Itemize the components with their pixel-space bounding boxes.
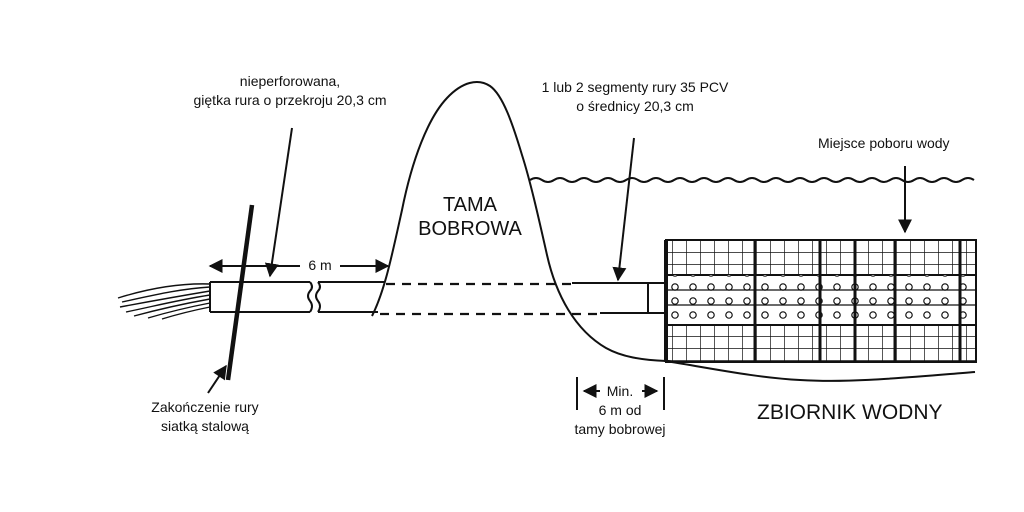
hose-label: nieperforowana, giętka rura o przekroju … xyxy=(170,72,410,110)
reservoir-label: ZBIORNIK WODNY xyxy=(757,401,943,424)
flexible-hose xyxy=(209,281,384,313)
pvc-pipe xyxy=(572,282,668,314)
steel-mesh-rod xyxy=(225,204,255,381)
frayed-pipe-end xyxy=(117,283,211,320)
mesh-leader-arrow xyxy=(207,364,227,394)
min-distance-label: Min. 6 m od tamy bobrowej xyxy=(540,382,700,439)
pvc-leader-arrow xyxy=(612,137,635,282)
pvc-label-line2: o średnicy 20,3 cm xyxy=(576,98,694,114)
min-distance-bracket xyxy=(576,377,665,410)
mesh-end-label: Zakończenie rury siatką stalową xyxy=(120,398,290,436)
beaver-dam-outline xyxy=(371,81,667,362)
mesh-end-label-line1: Zakończenie rury xyxy=(151,399,259,415)
pvc-label: 1 lub 2 segmenty rury 35 PCV o średnicy … xyxy=(505,78,765,116)
min-distance-label-line1: Min. xyxy=(606,383,634,399)
dam-label-line1: TAMA xyxy=(442,194,498,216)
water-surface-line xyxy=(529,177,975,183)
pipe-through-dam xyxy=(380,282,600,316)
hose-leader-arrow xyxy=(264,127,293,278)
min-distance-label-line2: 6 m od xyxy=(598,402,642,418)
min-distance-label-line3: tamy bobrowej xyxy=(574,421,666,437)
hose-label-line1: nieperforowana, xyxy=(239,73,341,89)
intake-label: Miejsce poboru wody xyxy=(818,135,950,151)
streambed-line xyxy=(665,360,976,382)
dam-label-line2: BOBROWA xyxy=(418,218,522,240)
mesh-end-label-line2: siatką stalową xyxy=(161,418,249,434)
pvc-label-line1: 1 lub 2 segmenty rury 35 PCV xyxy=(541,79,729,95)
six-m-label: 6 m xyxy=(308,257,332,273)
hose-label-line2: giętka rura o przekroju 20,3 cm xyxy=(193,92,387,108)
intake-cage xyxy=(664,239,977,363)
dam-label: TAMA BOBROWA xyxy=(400,193,540,241)
